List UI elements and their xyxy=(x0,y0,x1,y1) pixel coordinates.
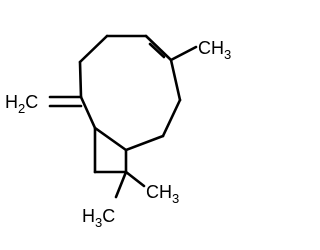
bond xyxy=(114,170,128,199)
gem-methyl-left-label: H3C xyxy=(82,206,115,230)
bond xyxy=(161,98,182,138)
skeletal-structure: H2C CH3 CH3 H3C xyxy=(5,34,232,230)
bond xyxy=(93,126,128,152)
bond xyxy=(144,34,173,62)
gem-methyl-right-label: CH3 xyxy=(146,182,179,206)
bond-group xyxy=(48,34,198,199)
methyl-right-label: CH3 xyxy=(198,38,231,62)
bond xyxy=(78,60,83,99)
methylene-label: H2C xyxy=(5,92,38,116)
double-bond-line xyxy=(148,42,166,59)
bond xyxy=(169,45,198,62)
bond xyxy=(124,134,165,152)
bond xyxy=(124,170,146,188)
bond xyxy=(78,34,109,64)
bond xyxy=(79,95,97,130)
bond xyxy=(169,58,182,102)
